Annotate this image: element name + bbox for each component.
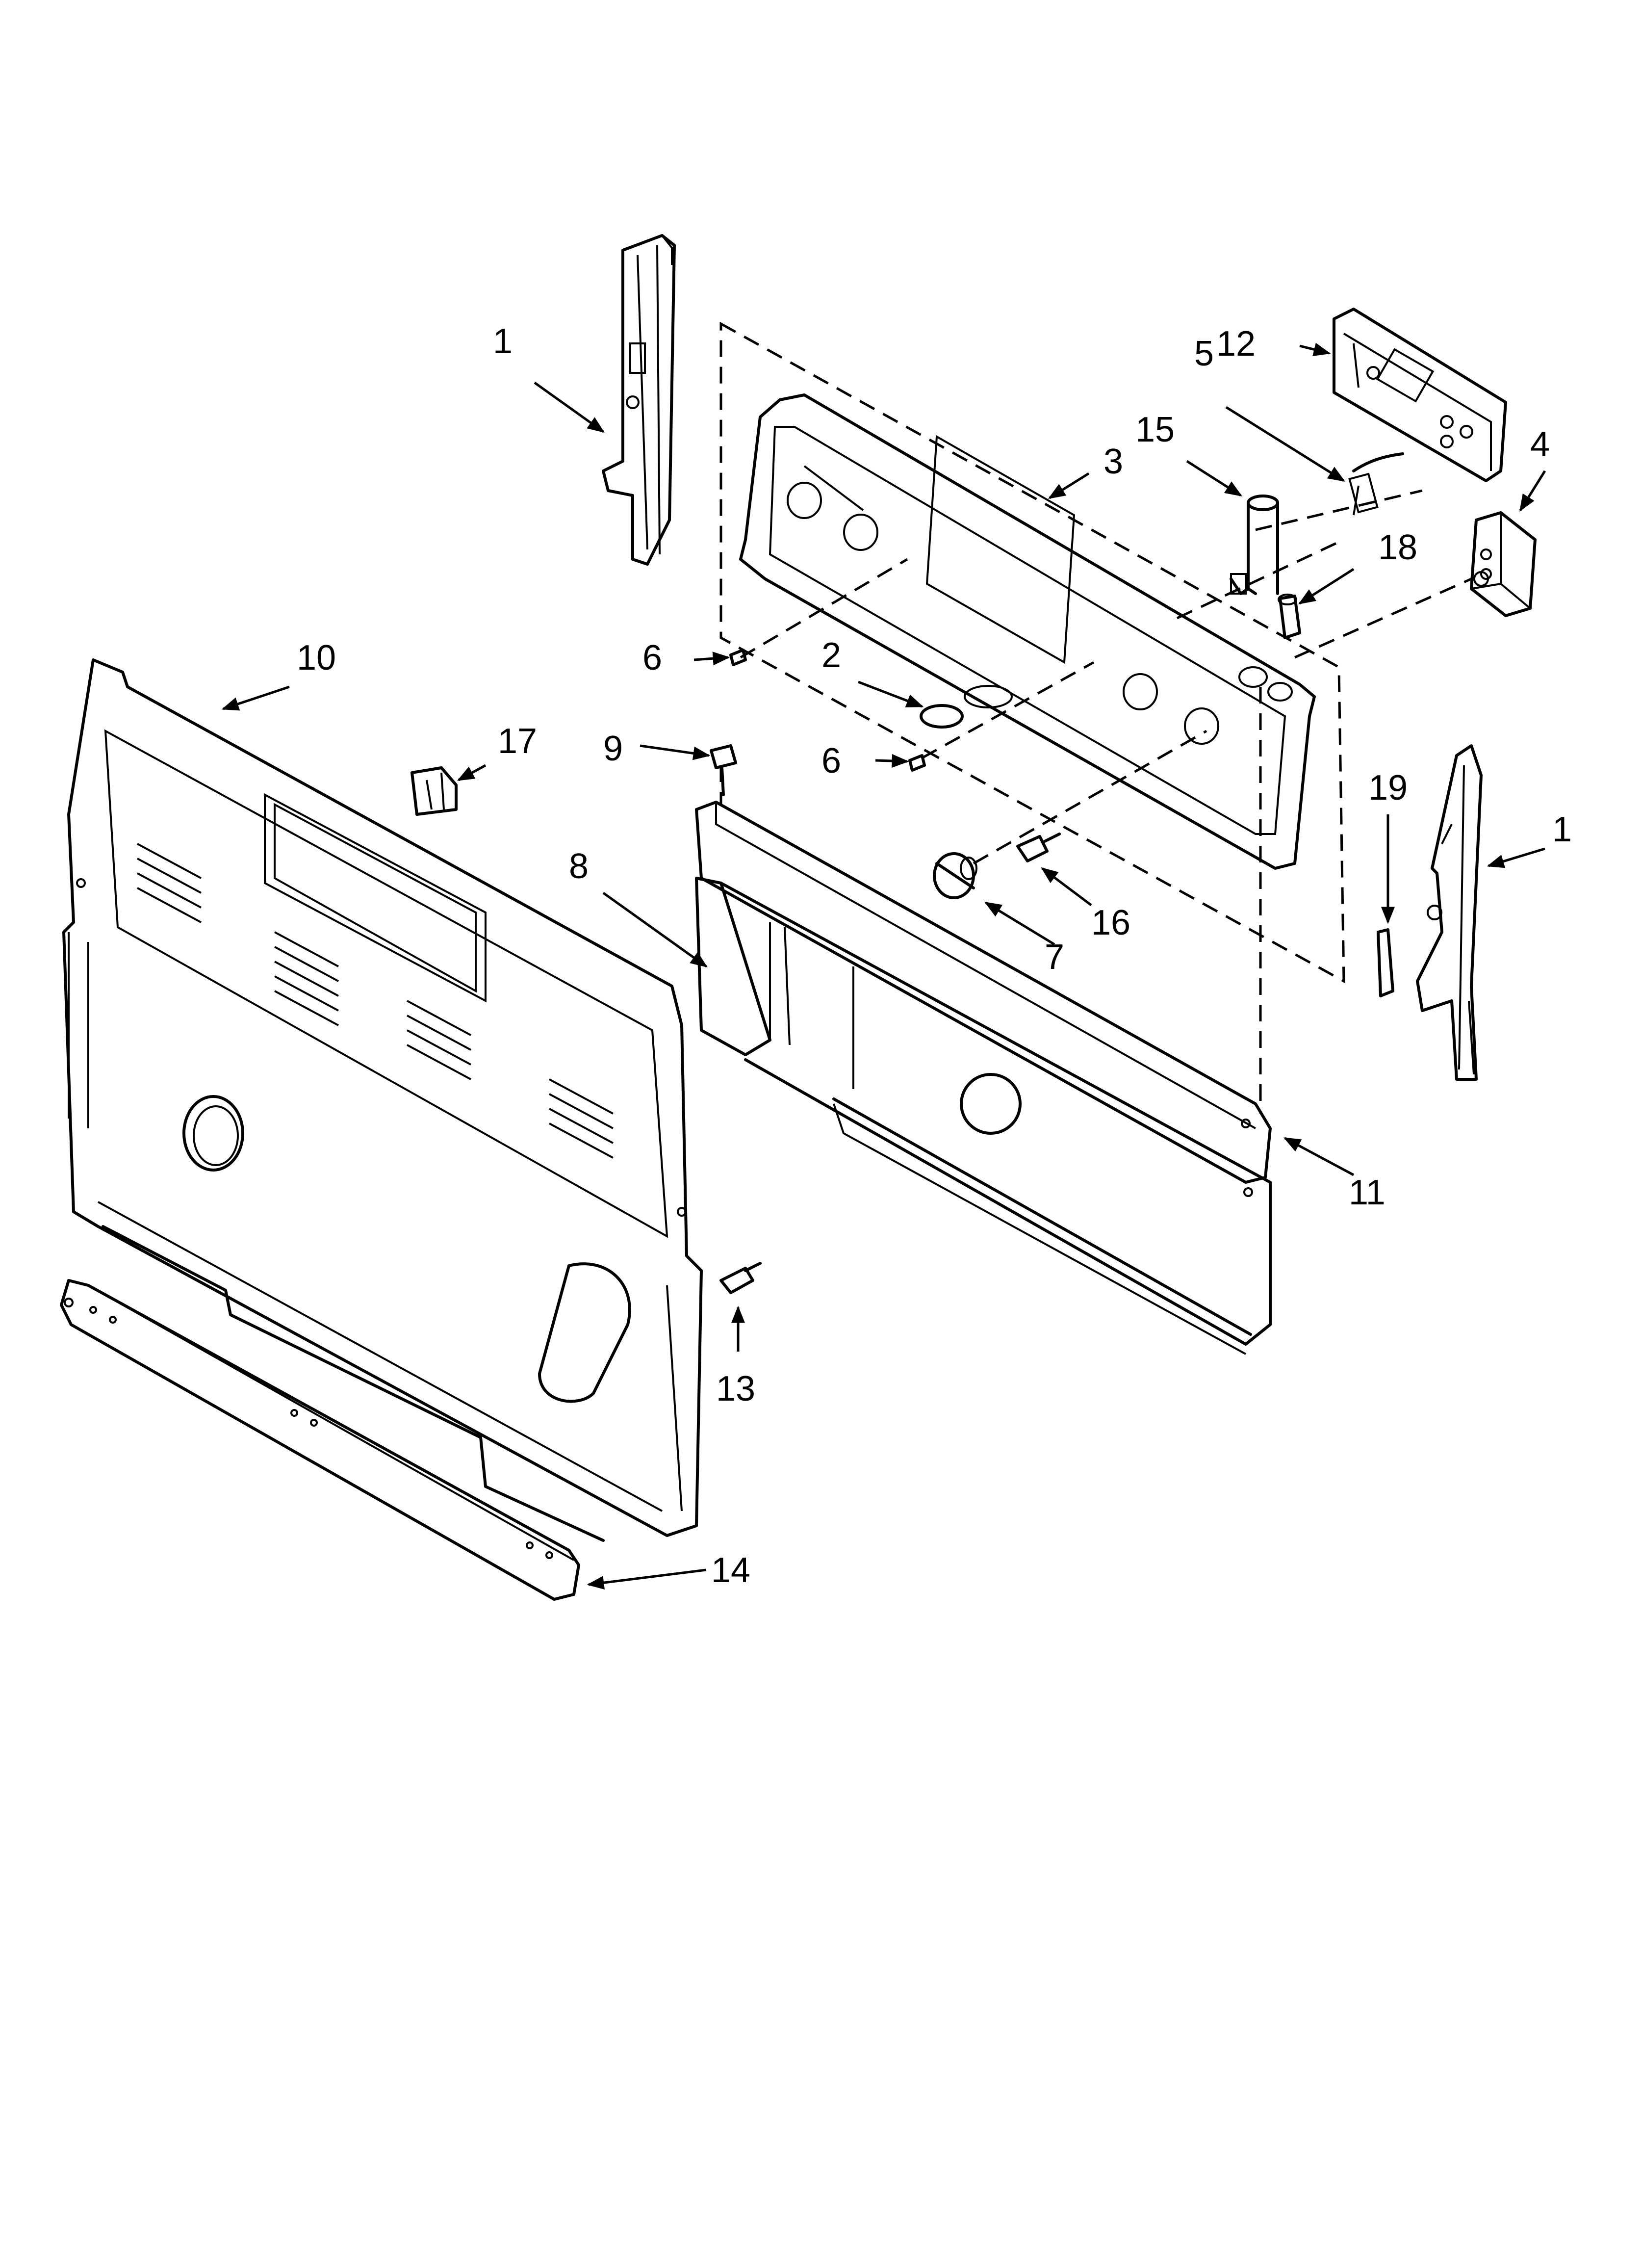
- callout-4: 4: [1530, 425, 1550, 464]
- callout-18: 18: [1378, 528, 1417, 567]
- callout-1-right: 1: [1552, 810, 1572, 849]
- callout-2: 2: [821, 636, 841, 675]
- screw-13: [719, 1262, 762, 1294]
- vent-slots: [137, 843, 614, 1159]
- callout-9: 9: [603, 729, 623, 768]
- callout-10: 10: [297, 638, 336, 678]
- callout-11: 11: [1349, 1173, 1385, 1212]
- callout-12: 12: [1216, 324, 1256, 364]
- side-bracket-right: [1416, 744, 1483, 1081]
- manifold-panel: [695, 801, 1272, 1355]
- callout-15: 15: [1135, 410, 1175, 449]
- leader-arrows: [221, 342, 1546, 1590]
- clip-17: [410, 766, 458, 816]
- callout-labels: 1 1 2 3 4 5 6 6 7 8 9 10 11 12 13 14 15 …: [297, 322, 1572, 1590]
- callout-13: 13: [716, 1369, 755, 1408]
- callout-7: 7: [1045, 938, 1064, 977]
- screw-9: [710, 744, 737, 796]
- electronic-control: [1333, 308, 1507, 482]
- lower-rail: [60, 1279, 580, 1601]
- assembly-outline: [719, 321, 1345, 984]
- callout-5: 5: [1194, 334, 1214, 373]
- control-knob: [933, 852, 977, 899]
- rear-panel: [62, 658, 703, 1542]
- screw-upper: [729, 649, 747, 666]
- switch-block: [1470, 511, 1537, 617]
- callout-3: 3: [1103, 442, 1123, 481]
- callout-16: 16: [1091, 903, 1130, 942]
- screw-16: [1016, 833, 1061, 862]
- guide-lines: [719, 489, 1472, 1114]
- badge: [920, 704, 964, 729]
- callout-19: 19: [1368, 768, 1408, 808]
- callout-8: 8: [569, 847, 589, 886]
- callout-17: 17: [498, 722, 537, 761]
- control-panel: [739, 393, 1316, 870]
- screw-lower: [908, 754, 926, 772]
- side-bracket-left: [602, 234, 676, 566]
- callout-1: 1: [493, 322, 513, 361]
- wire-harness: [1348, 452, 1404, 516]
- callout-6: 6: [642, 638, 662, 678]
- indicator-lamp: [1230, 495, 1279, 595]
- clip-19: [1377, 928, 1394, 997]
- callout-14: 14: [711, 1551, 750, 1590]
- lamp-socket: [1278, 594, 1301, 639]
- callout-6-lower: 6: [821, 741, 841, 781]
